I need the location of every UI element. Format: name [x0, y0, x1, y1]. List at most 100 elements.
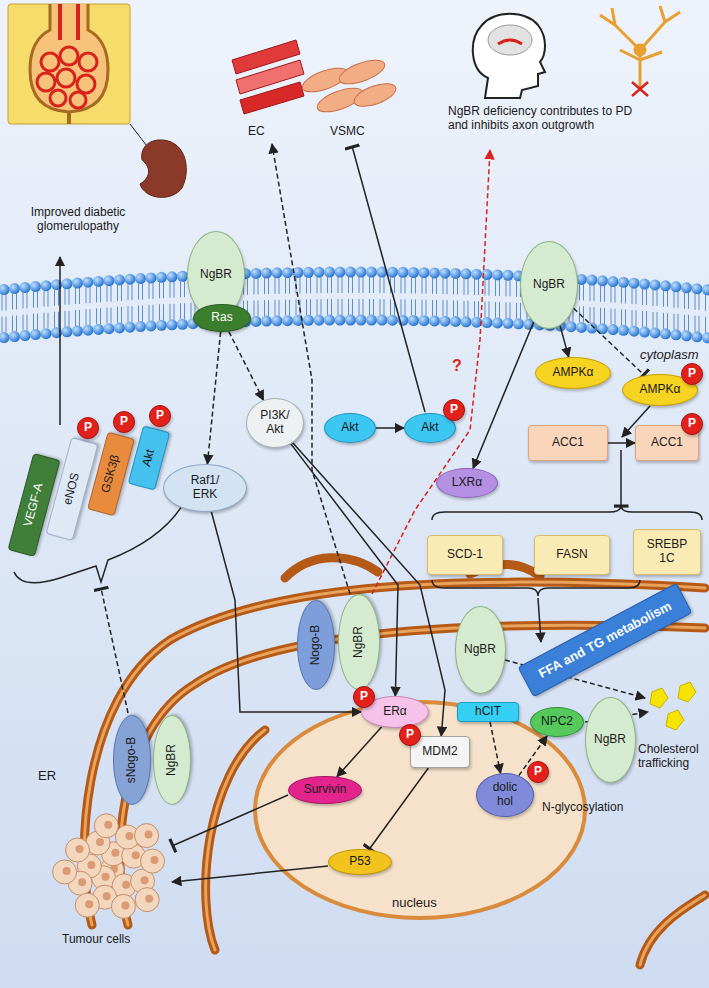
phospho-mark: P — [443, 399, 465, 421]
cell-membrane — [180, 303, 181, 319]
cell-membrane — [104, 323, 115, 334]
cell-membrane — [384, 277, 385, 293]
cholesterol-symbols — [666, 710, 684, 730]
cell-membrane — [268, 300, 269, 316]
pathway-arrow — [376, 427, 404, 429]
cell-membrane — [348, 277, 349, 293]
annotation-label: Tumour cells — [62, 932, 130, 946]
cell-membrane — [282, 315, 293, 326]
cell-membrane — [621, 309, 622, 325]
cell-membrane — [453, 300, 454, 316]
tumour-cells — [135, 888, 159, 912]
tumour-cells — [85, 900, 93, 908]
cell-membrane — [327, 277, 328, 293]
node-text: NgBR — [165, 744, 179, 776]
cell-membrane — [464, 279, 465, 295]
cell-membrane — [401, 299, 402, 315]
cell-membrane — [300, 277, 301, 293]
protein-ellipse: Nogo-B — [297, 600, 335, 690]
tumour-cells — [104, 821, 112, 829]
protein-ellipse: Survivin — [288, 776, 362, 804]
annotation-label: N-glycosylation — [542, 800, 623, 814]
cell-membrane — [363, 277, 364, 293]
cell-membrane — [54, 290, 55, 306]
node-text: AMPKα — [553, 366, 594, 380]
cell-membrane — [321, 277, 322, 293]
cell-membrane — [681, 330, 692, 341]
cell-membrane — [380, 277, 381, 293]
node-text: ACC1 — [552, 436, 584, 450]
cell-membrane — [37, 292, 38, 308]
cell-membrane — [359, 299, 360, 315]
node-text: Ras — [211, 311, 232, 325]
glomerulus-inset — [37, 47, 97, 108]
glomerulus-inset — [79, 53, 97, 71]
cell-membrane — [163, 304, 164, 320]
cell-membrane — [156, 320, 167, 331]
node-text: ACC1 — [651, 436, 683, 450]
cell-membrane — [261, 316, 272, 327]
cell-membrane — [264, 300, 265, 316]
annotation-label: NgBR deficiency contributes to PD and in… — [448, 104, 638, 133]
cell-membrane — [306, 277, 307, 293]
cell-membrane — [699, 294, 700, 310]
cell-membrane — [142, 284, 143, 300]
cell-membrane — [117, 285, 118, 301]
cell-membrane — [41, 328, 52, 339]
glomerulus-inset — [77, 75, 95, 93]
glomerulus-inset — [30, 4, 108, 112]
node-text: eNOS — [61, 471, 83, 506]
cell-membrane — [600, 286, 601, 302]
cell-membrane — [495, 302, 496, 318]
cell-membrane — [37, 314, 38, 330]
cell-membrane — [625, 309, 626, 325]
glomerulus-inset — [8, 4, 130, 124]
cell-membrane — [471, 269, 482, 280]
endoplasmic-reticulum — [84, 582, 705, 925]
cell-membrane — [604, 308, 605, 324]
protein-ellipse: Ras — [193, 304, 251, 332]
cell-membrane — [608, 324, 619, 335]
nucleus-shape — [255, 702, 585, 918]
protein-box: FASN — [534, 535, 610, 575]
cell-membrane — [96, 308, 97, 324]
cell-membrane — [506, 302, 507, 318]
cell-membrane — [9, 331, 20, 342]
cell-membrane — [345, 315, 356, 326]
cell-membrane — [398, 267, 409, 278]
node-text: GSK3β — [99, 453, 122, 494]
cell-membrane — [489, 280, 490, 296]
annotation-label: nucleus — [392, 895, 437, 911]
node-text: NgBR — [200, 268, 232, 282]
cell-membrane — [671, 329, 682, 340]
cell-membrane — [440, 268, 451, 279]
cell-membrane — [618, 277, 629, 288]
cell-membrane — [426, 278, 427, 294]
node-text: ERα — [383, 705, 407, 719]
cell-membrane — [415, 277, 416, 293]
cell-membrane — [377, 315, 388, 326]
cell-membrane — [657, 290, 658, 306]
phospho-mark: P — [681, 413, 703, 435]
node-text: P53 — [349, 855, 370, 869]
cell-membrane — [432, 300, 433, 316]
annotation-label: VSMC — [330, 124, 365, 138]
annotation-label: cytoplasm — [640, 347, 699, 363]
cell-membrane — [93, 324, 104, 335]
cell-membrane — [663, 313, 664, 329]
cell-membrane — [699, 316, 700, 332]
cell-membrane — [0, 332, 10, 343]
cell-membrane — [153, 305, 154, 321]
cell-membrane — [149, 305, 150, 321]
cell-membrane — [478, 301, 479, 317]
cell-membrane — [69, 289, 70, 305]
cell-membrane — [48, 291, 49, 307]
node-text: P — [534, 765, 542, 779]
head-brain — [498, 40, 522, 44]
cell-membrane — [314, 315, 325, 326]
cell-membrane — [695, 294, 696, 310]
cell-membrane — [111, 286, 112, 302]
cell-membrane — [587, 323, 598, 334]
tumour-cells — [125, 832, 133, 840]
